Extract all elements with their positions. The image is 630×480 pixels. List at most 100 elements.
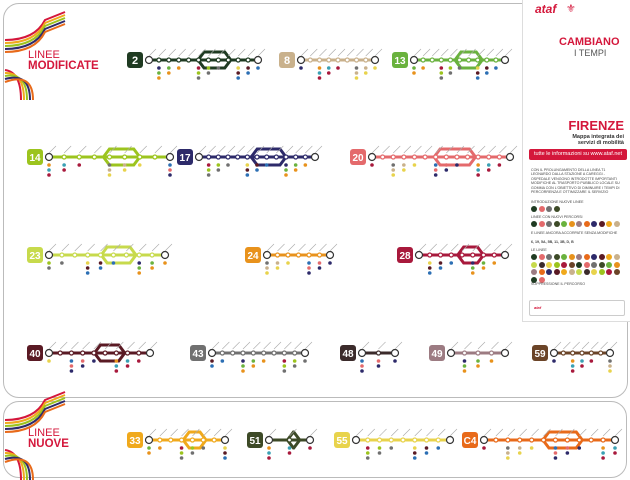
stop[interactable] [529, 437, 535, 443]
stop[interactable] [316, 57, 323, 63]
stop[interactable] [293, 154, 299, 160]
stop[interactable] [113, 350, 119, 356]
stop[interactable] [376, 437, 383, 443]
line-badge[interactable] [279, 52, 295, 68]
stop[interactable] [176, 57, 182, 63]
stop[interactable] [206, 154, 212, 160]
stop[interactable] [388, 437, 394, 443]
stop[interactable] [200, 437, 206, 443]
stop[interactable] [261, 350, 267, 356]
line-badge[interactable] [177, 149, 193, 165]
stop[interactable] [157, 437, 163, 443]
stop[interactable] [281, 350, 287, 356]
stop[interactable] [448, 252, 454, 258]
stop[interactable] [240, 350, 246, 356]
line-badge[interactable] [27, 247, 43, 263]
stop[interactable] [435, 437, 441, 443]
stop[interactable] [549, 348, 559, 358]
stop[interactable] [325, 250, 335, 260]
stop[interactable] [517, 437, 523, 443]
stop[interactable] [215, 154, 221, 160]
stop[interactable] [409, 55, 419, 65]
line-badge[interactable] [190, 345, 206, 361]
stop[interactable] [59, 252, 65, 258]
stop[interactable] [437, 252, 444, 258]
line-40-diagram[interactable]: 40 [27, 341, 158, 373]
stop[interactable] [178, 437, 185, 443]
stop[interactable] [235, 57, 241, 63]
stop[interactable] [91, 350, 97, 356]
line-43-diagram[interactable]: 43 [190, 341, 313, 373]
stop[interactable] [166, 57, 172, 63]
stop[interactable] [475, 154, 481, 160]
stop[interactable] [211, 437, 217, 443]
stop[interactable] [560, 350, 566, 356]
stop[interactable] [76, 154, 82, 160]
stop[interactable] [97, 252, 104, 258]
stop[interactable] [500, 55, 510, 65]
stop[interactable] [500, 348, 510, 358]
stop[interactable] [122, 154, 128, 160]
stop[interactable] [433, 154, 439, 160]
stop[interactable] [598, 350, 604, 356]
stop[interactable] [305, 435, 315, 445]
stop[interactable] [144, 435, 154, 445]
stop[interactable] [44, 250, 54, 260]
stop[interactable] [400, 437, 406, 443]
stop[interactable] [491, 252, 497, 258]
stop[interactable] [427, 252, 433, 258]
stop[interactable] [160, 250, 170, 260]
stop[interactable] [600, 437, 606, 443]
stop[interactable] [91, 154, 97, 160]
stop[interactable] [326, 57, 332, 63]
stop[interactable] [447, 57, 453, 63]
stop[interactable] [302, 154, 308, 160]
line-8-diagram[interactable]: 8 [279, 48, 383, 80]
stop[interactable] [264, 435, 274, 445]
stop[interactable] [484, 57, 490, 63]
stop[interactable] [459, 252, 465, 258]
stop[interactable] [579, 350, 585, 356]
stop[interactable] [137, 154, 143, 160]
stop[interactable] [316, 252, 323, 258]
stop[interactable] [110, 252, 117, 258]
stop[interactable] [205, 57, 212, 63]
stop[interactable] [401, 154, 407, 160]
line-20-diagram[interactable]: 20 [350, 145, 518, 177]
stop[interactable] [149, 252, 155, 258]
line-badge[interactable] [127, 432, 143, 448]
line-13-diagram[interactable]: 13 [392, 48, 513, 80]
stop[interactable] [335, 57, 341, 63]
stop[interactable] [136, 252, 142, 258]
stop[interactable] [61, 154, 67, 160]
stop[interactable] [351, 435, 361, 445]
stop[interactable] [57, 350, 63, 356]
stop[interactable] [488, 350, 495, 356]
info-link[interactable]: tutte le informazioni su www.ataf.net [529, 149, 627, 160]
stop[interactable] [363, 57, 369, 63]
stop[interactable] [375, 350, 382, 356]
stop[interactable] [475, 350, 481, 356]
line-24-diagram[interactable]: 24 [245, 243, 338, 275]
stop[interactable] [123, 252, 129, 258]
stop[interactable] [306, 252, 312, 258]
stop[interactable] [365, 437, 371, 443]
stop[interactable] [420, 57, 426, 63]
line-C4-diagram[interactable]: C4 [462, 428, 623, 460]
stop[interactable] [456, 57, 463, 63]
stop[interactable] [466, 57, 472, 63]
stop[interactable] [412, 437, 418, 443]
stop[interactable] [310, 152, 320, 162]
stop[interactable] [445, 435, 455, 445]
stop[interactable] [475, 57, 481, 63]
stop[interactable] [540, 437, 547, 443]
stop[interactable] [422, 154, 428, 160]
line-51-diagram[interactable]: 51 [247, 428, 318, 460]
stop[interactable] [500, 250, 510, 260]
stop[interactable] [564, 437, 570, 443]
stop[interactable] [344, 57, 350, 63]
line-17-diagram[interactable]: 17 [177, 145, 323, 177]
line-badge[interactable] [392, 52, 408, 68]
stop[interactable] [194, 152, 204, 162]
stop[interactable] [102, 350, 108, 356]
